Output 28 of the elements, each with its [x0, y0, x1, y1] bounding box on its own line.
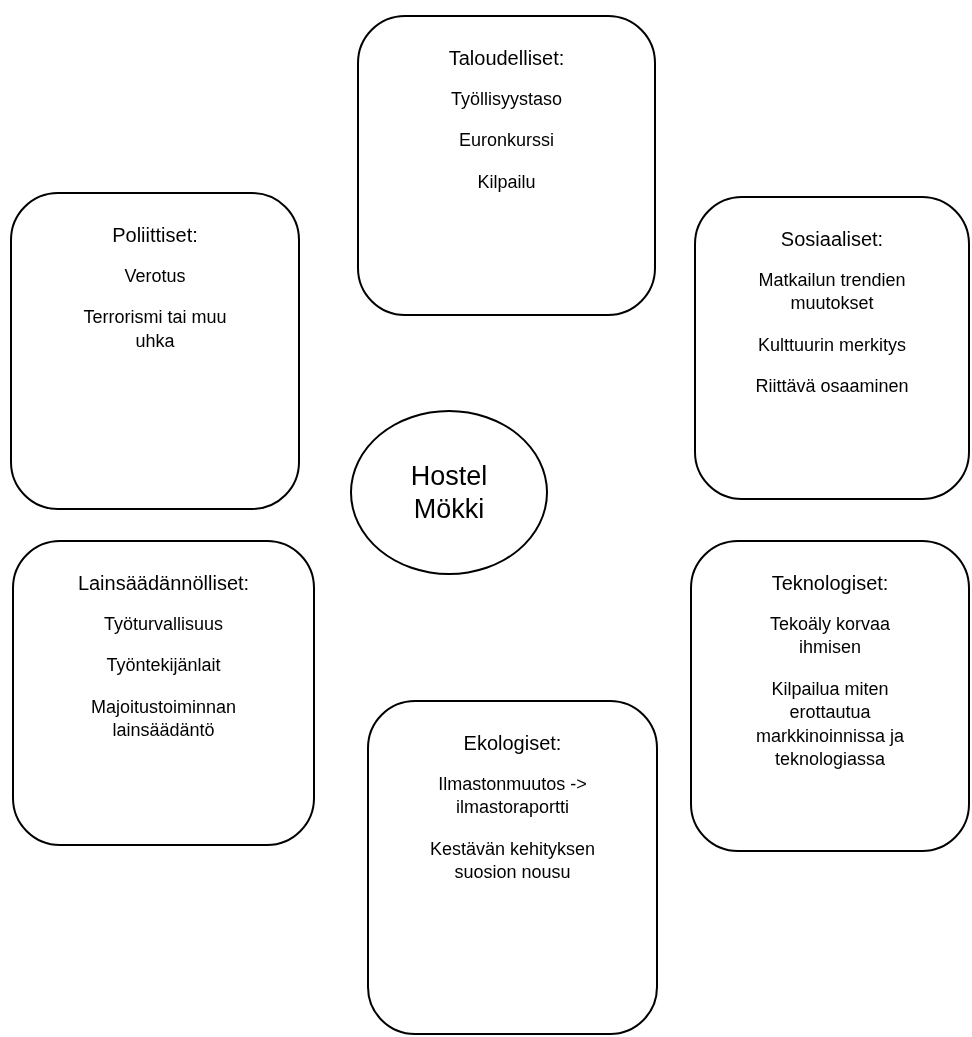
factor-text: Euronkurssi — [458, 129, 554, 153]
rounded-box — [357, 15, 656, 316]
category-heading: Ekologiset: — [463, 732, 562, 755]
factor-text: Matkailun trendien muutokset — [757, 269, 907, 316]
factor-text: Kilpailua miten erottautua markkinoinnissa ja teknologiassa — [754, 677, 906, 771]
rounded-box — [367, 700, 658, 1035]
factor-text: Verotus — [124, 265, 186, 288]
category-heading: Teknologiset: — [771, 572, 889, 595]
rounded-box — [12, 540, 315, 846]
factor-text: Työllisyystaso — [450, 88, 562, 111]
factor-text: Riittävä osaaminen — [755, 375, 909, 399]
category-heading: Taloudelliset: — [448, 47, 565, 70]
rounded-box — [10, 192, 300, 510]
factor-text: Ilmastonmuutos -> ilmastoraportti — [437, 773, 588, 820]
factor-text: Työntekijänlait — [106, 654, 221, 678]
factor-text: Työturvallisuus — [103, 613, 224, 636]
category-heading: Poliittiset: — [112, 224, 198, 247]
factor-text: Tekoäly korvaa ihmisen — [768, 613, 892, 660]
factor-text: Kulttuurin merkitys — [757, 333, 906, 357]
category-heading: Lainsäädännölliset: — [77, 572, 250, 595]
center-label: Hostel Mökki — [409, 460, 489, 525]
factor-text: Terrorismi tai muu uhka — [82, 306, 228, 353]
factor-text: Kilpailu — [477, 170, 536, 194]
category-heading: Sosiaaliset: — [780, 228, 884, 251]
rounded-box — [690, 540, 970, 852]
factor-text: Majoitustoiminnan lainsäädäntö — [89, 695, 238, 743]
rounded-box — [694, 196, 970, 500]
factor-text: Kestävän kehityksen suosion nousu — [428, 837, 597, 885]
